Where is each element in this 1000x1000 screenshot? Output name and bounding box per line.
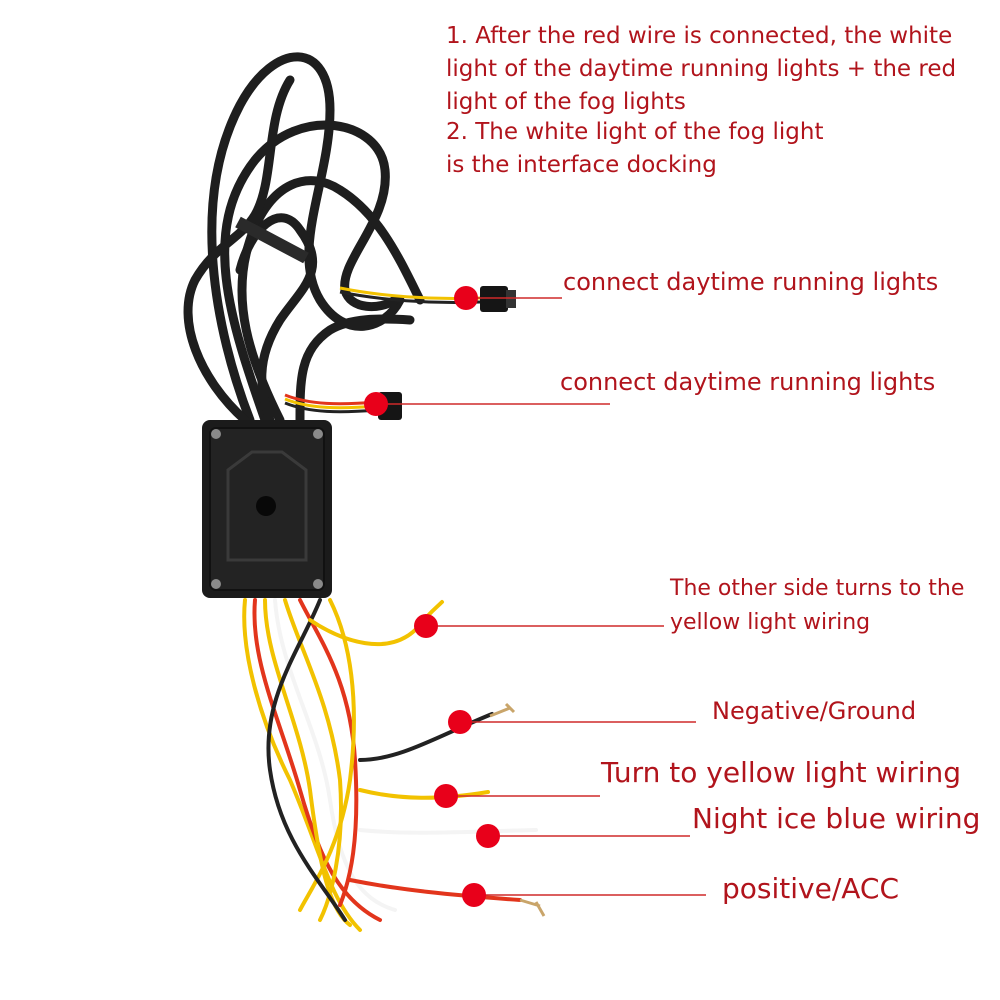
label-ground: Negative/Ground bbox=[712, 697, 917, 725]
note-line-4: 2. The white light of the fog light bbox=[446, 119, 824, 145]
marker-other-side bbox=[414, 614, 438, 638]
label-ice-blue: Night ice blue wiring bbox=[692, 802, 981, 835]
ground-fork-terminal bbox=[489, 702, 516, 718]
note-line-3: light of the fog lights bbox=[446, 89, 686, 115]
marker-ice-blue bbox=[476, 824, 500, 848]
colored-harness bbox=[242, 598, 538, 932]
note-line-5: is the interface docking bbox=[446, 152, 717, 178]
marker-drl-1 bbox=[454, 286, 478, 310]
label-other-side-1: The other side turns to the bbox=[670, 576, 965, 601]
control-module bbox=[202, 420, 332, 598]
label-drl-1: connect daytime running lights bbox=[563, 268, 939, 296]
marker-ground bbox=[448, 710, 472, 734]
marker-drl-2 bbox=[364, 392, 388, 416]
label-turn-yellow: Turn to yellow light wiring bbox=[601, 756, 962, 789]
markers bbox=[364, 286, 500, 907]
label-positive: positive/ACC bbox=[722, 872, 900, 905]
black-cable-coils bbox=[183, 52, 425, 425]
label-drl-2: connect daytime running lights bbox=[560, 368, 936, 396]
label-other-side-2: yellow light wiring bbox=[670, 610, 871, 635]
note-line-2: light of the daytime running lights + th… bbox=[446, 56, 957, 82]
marker-positive bbox=[462, 883, 486, 907]
acc-fork-terminal bbox=[519, 898, 546, 917]
leader-lines bbox=[376, 297, 706, 896]
note-line-1: 1. After the red wire is connected, the … bbox=[446, 23, 953, 49]
marker-turn-yellow bbox=[434, 784, 458, 808]
instruction-note: 1. After the red wire is connected, the … bbox=[446, 20, 956, 182]
cable-tie bbox=[235, 216, 309, 264]
